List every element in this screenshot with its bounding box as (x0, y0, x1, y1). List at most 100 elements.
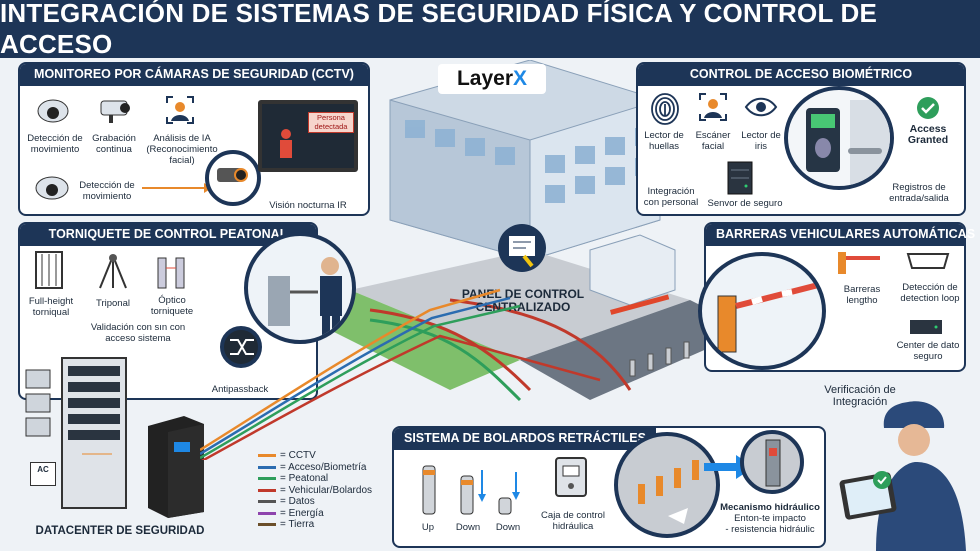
legend-label: = Datos (280, 496, 315, 508)
cctv-item-recording: Grabación continua (92, 133, 136, 155)
person-turnstile-icon (268, 257, 342, 340)
legend-label: = Vehicular/Bolardos (280, 484, 373, 496)
bollard-down-2-icon (498, 472, 520, 515)
data-center-icon (910, 320, 942, 334)
cctv-heading: MONITOREO POR CÁMARAS DE SEGURIDAD (CCTV… (20, 64, 368, 86)
legend-label: = Tierra (280, 519, 315, 531)
biometric-heading: CONTROL DE ACCESO BIOMÉTRICO (638, 64, 964, 86)
tripod-turnstile-icon (99, 254, 127, 289)
legend-swatch (258, 500, 276, 504)
bollard-row-icon (638, 460, 699, 524)
bollard-state-up: Up (421, 522, 435, 533)
cable-bundle (200, 288, 601, 460)
bio-access-granted: Access Granted (907, 123, 949, 146)
legend-swatch (258, 454, 276, 458)
ac-label: AC (37, 465, 49, 474)
person-silhouette-icon (280, 129, 292, 158)
turnstile-validation: Validación con sın con acceso sistema (90, 322, 186, 344)
cctv-item-motion: Detección de movimiento (27, 133, 83, 155)
bio-item-face: Escáner facial (695, 130, 731, 152)
bullet-camera-icon (100, 100, 130, 123)
dome-camera-small-icon (35, 176, 69, 200)
vehicle-center: Center de dato seguro (896, 340, 960, 362)
bollard-resistance: - resistencia hidráulic (725, 524, 815, 535)
bollard-state-down: Down (455, 522, 481, 533)
person-detected-tag: Persona detectada (308, 112, 354, 133)
bollard-up-icon (422, 465, 436, 515)
bio-registers: Registros de entrada/salida (889, 182, 949, 204)
monitor-screen: Persona detectada (258, 100, 358, 172)
barrier-arm-icon (717, 281, 822, 353)
arrow-right-icon (142, 183, 212, 193)
legend-item: = Datos (258, 496, 372, 508)
vehicle-loop: Detección de detection loop (900, 282, 960, 304)
bollards-heading: SISTEMA DE BOLARDOS RETRÁCTILES (394, 428, 656, 450)
legend-swatch (258, 488, 276, 492)
legend-item: = Acceso/Biometría (258, 462, 372, 474)
verification-label: Verificación de Integración (824, 384, 896, 408)
bollard-state-down-2: Down (495, 522, 521, 533)
face-recognition-icon (166, 96, 194, 124)
loop-detector-icon (906, 253, 950, 269)
vehicle-heading: BARRERAS VEHICULARES AUTOMÁTICAS (706, 224, 975, 246)
datacenter-label: DATACENTER DE SEGURIDAD (35, 525, 205, 537)
shuffle-icon (230, 339, 254, 355)
cctv-item-ai: Análisis de IA (Reconocimiento facial) (146, 133, 218, 166)
technician-icon (839, 401, 966, 551)
fingerprint-icon (651, 93, 679, 125)
bio-item-iris: Lector de iris (741, 130, 781, 152)
ac-box: AC (30, 462, 56, 486)
barrier-icon (838, 252, 880, 274)
legend-item: = Peatonal (258, 473, 372, 485)
hydraulic-cylinder-icon (765, 439, 781, 487)
legend-label: = CCTV (280, 450, 316, 462)
legend-item: = Energía (258, 508, 372, 520)
full-height-turnstile-icon (35, 251, 63, 289)
turnstile-item-full: Full-height torniqual (28, 296, 74, 318)
legend-item: = Vehicular/Bolardos (258, 485, 372, 497)
legend: = CCTV= Acceso/Biometría= Peatonal= Vehi… (258, 450, 372, 531)
eye-icon (744, 97, 778, 117)
turnstile-heading: TORNIQUETE DE CONTROL PEATONAL (20, 224, 316, 246)
bollard-control-box: Caja de control hidráulica (541, 510, 605, 532)
legend-label: = Energía (280, 507, 324, 519)
hydraulic-mechanism-circle (740, 430, 804, 494)
bollard-impact: Enton-te impacto (734, 513, 806, 524)
biometric-door-circle (784, 86, 894, 190)
bio-item-fingerprint: Lector de huellas (644, 130, 684, 152)
face-scanner-icon (699, 93, 727, 121)
vehicle-panel: BARRERAS VEHICULARES AUTOMÁTICAS (704, 222, 975, 372)
dome-camera-icon (37, 99, 69, 123)
legend-label: = Acceso/Biometría (280, 461, 367, 473)
legend-item: = Tierra (258, 519, 372, 531)
hydraulic-control-box-icon (555, 457, 587, 497)
legend-swatch (258, 477, 276, 481)
legend-swatch (258, 465, 276, 469)
bio-server: Senvor de seguro (707, 198, 783, 209)
turnstile-antipassback: Antipassback (211, 384, 269, 395)
title-bar: INTEGRACIÓN DE SISTEMAS DE SEGURIDAD FÍS… (0, 0, 980, 59)
turnstile-detail-circle (244, 232, 356, 344)
bio-integration: Integración con personal (643, 186, 699, 208)
page-title: INTEGRACIÓN DE SISTEMAS DE SEGURIDAD FÍS… (0, 0, 877, 59)
turnstile-item-optical: Óptico torniquete (150, 295, 194, 317)
vehicle-detail-circle (698, 252, 826, 370)
legend-swatch (258, 523, 276, 527)
optical-turnstile-icon (157, 257, 185, 289)
legend-item: = CCTV (258, 450, 372, 462)
server-rack-icon (25, 357, 127, 509)
antipassback-circle (220, 326, 262, 368)
cctv-item-motion-2: Detección de movimiento (79, 180, 135, 202)
check-circle-icon (917, 97, 939, 119)
bollard-mechanism: Mecanismo hidráulico (720, 502, 820, 513)
legend-swatch (258, 511, 276, 515)
server-icon (727, 161, 753, 195)
legend-label: = Peatonal (280, 473, 329, 485)
cctv-night-vision: Visión nocturna IR (269, 200, 347, 211)
turnstile-item-tripod: Triponal (96, 298, 130, 309)
cctv-detail-circle (205, 150, 261, 206)
ups-cabinet-icon (148, 416, 204, 518)
layerx-logo: LayerX (438, 64, 546, 94)
control-panel-icon (498, 224, 546, 272)
vehicle-barriers: Barreras lengtho (843, 284, 881, 306)
